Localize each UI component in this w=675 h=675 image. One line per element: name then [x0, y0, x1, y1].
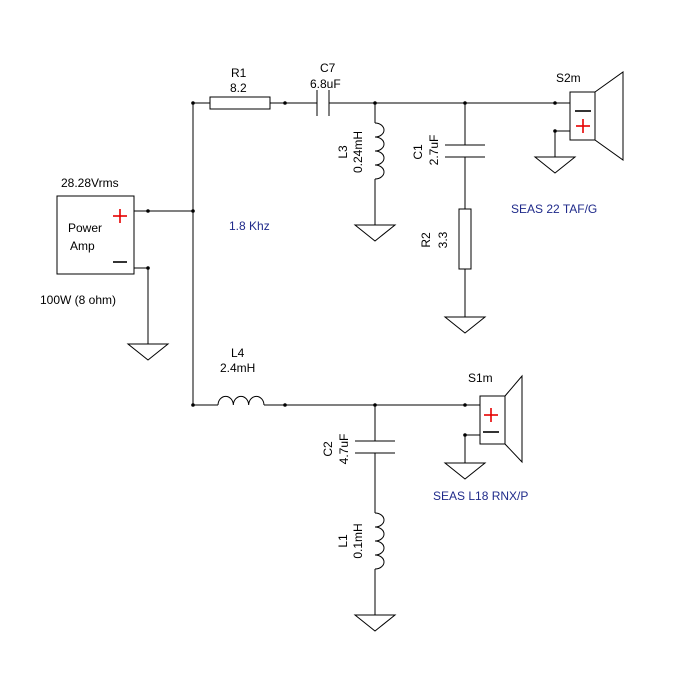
r2-ground	[443, 316, 487, 334]
s1m-ground	[443, 433, 487, 480]
l3-ref-label: L3	[336, 145, 350, 159]
s1m-model-label: SEAS L18 RNX/P	[433, 489, 528, 503]
l1-ground	[353, 614, 397, 632]
amp-ground	[126, 268, 170, 361]
speaker-s2m: S2m SEAS 22 TAF/G	[511, 71, 624, 216]
r1-ref-label: R1	[231, 66, 247, 80]
main-wiring	[148, 101, 570, 407]
capacitor-c7: C7 6.8uF	[310, 61, 341, 116]
capacitor-c2: C2 4.7uF	[321, 405, 395, 513]
s2m-ground	[533, 129, 577, 174]
inductor-l1: L1 0.1mH	[336, 512, 397, 632]
l4-ref-label: L4	[231, 346, 245, 360]
c2-value-label: 4.7uF	[337, 434, 351, 465]
s2m-model-label: SEAS 22 TAF/G	[511, 202, 597, 216]
c1-value-label: 2.7uF	[427, 135, 441, 166]
l1-value-label: 0.1mH	[351, 523, 365, 558]
c7-ref-label: C7	[320, 61, 336, 75]
speaker-s1m: S1m SEAS L18 RNX/P	[433, 371, 528, 503]
inductor-l4: L4 2.4mH	[217, 346, 265, 406]
amp-power-label: 100W (8 ohm)	[40, 293, 116, 307]
inductor-l3: L3 0.24mH	[336, 103, 397, 242]
amp-name-line1: Power	[68, 221, 102, 235]
c1-ref-label: C1	[411, 144, 425, 160]
s1m-magnet	[479, 395, 506, 445]
amp-name-line2: Amp	[70, 239, 95, 253]
l4-value-label: 2.4mH	[220, 361, 255, 375]
power-amp: 28.28Vrms Power Amp 100W (8 ohm)	[40, 176, 150, 307]
s1m-cone	[504, 374, 523, 464]
s2m-cone	[594, 71, 624, 161]
amp-voltage-label: 28.28Vrms	[61, 176, 119, 190]
r1-value-label: 8.2	[230, 81, 247, 95]
s1m-ref-label: S1m	[468, 371, 493, 385]
resistor-r1: R1 8.2	[209, 66, 271, 110]
l3-ground	[353, 224, 397, 242]
l3-value-label: 0.24mH	[351, 131, 365, 173]
power-amp-box	[56, 195, 135, 275]
r2-value-label: 3.3	[436, 231, 450, 248]
l1-ref-label: L1	[336, 534, 350, 548]
s2m-ref-label: S2m	[556, 71, 581, 85]
c2-ref-label: C2	[321, 441, 335, 457]
r2-ref-label: R2	[419, 232, 433, 248]
capacitor-c1: C1 2.7uF	[411, 103, 485, 209]
crossover-frequency-note: 1.8 Khz	[229, 219, 270, 233]
c7-value-label: 6.8uF	[310, 77, 341, 91]
resistor-r2: R2 3.3	[419, 208, 487, 334]
